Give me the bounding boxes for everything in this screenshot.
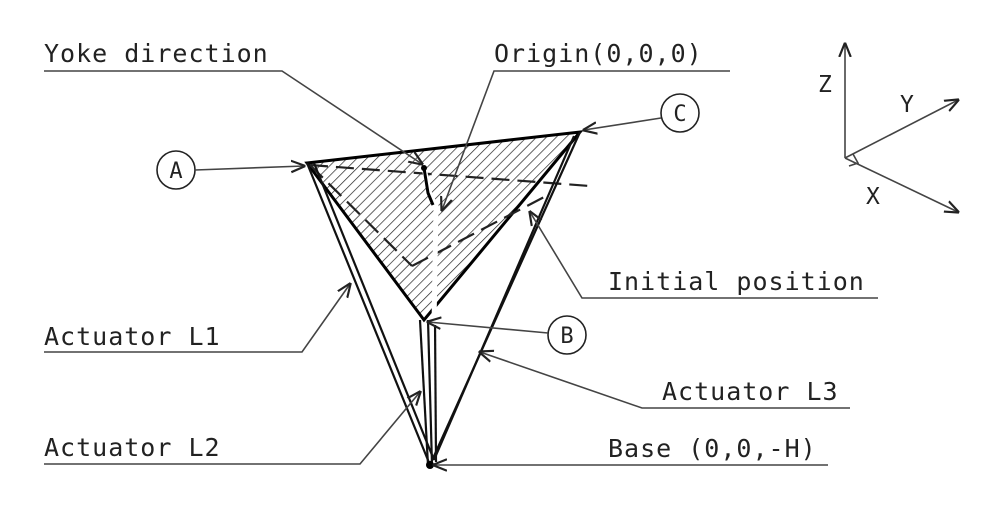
actuator-l3-callout: Actuator L3 (480, 352, 850, 409)
initial-position-callout: Initial position (530, 212, 878, 299)
yoke-direction-callout: Yoke direction (44, 39, 422, 164)
origin-label: Origin(0,0,0) (494, 39, 703, 68)
base-callout: Base (0,0,-H) (434, 434, 828, 465)
actuator-l1-callout: Actuator L1 (44, 284, 350, 353)
actuator-l1-label: Actuator L1 (44, 322, 221, 351)
origin-callout: Origin(0,0,0) (442, 39, 730, 210)
coordinate-axes: Z Y X (818, 44, 958, 212)
z-axis-label: Z (818, 72, 832, 98)
platform-triangle (304, 130, 584, 323)
base-point (426, 461, 434, 469)
yoke-direction-label: Yoke direction (44, 39, 269, 68)
actuator-l3-leg (428, 131, 582, 466)
right-angle-mark (848, 153, 860, 167)
x-axis (844, 157, 958, 212)
actuator-l2-label: Actuator L2 (44, 433, 221, 462)
actuator-l3-label: Actuator L3 (662, 377, 839, 406)
x-axis-label: X (866, 184, 880, 210)
y-axis-label: Y (900, 92, 914, 118)
actuator-l2-leg (418, 319, 438, 466)
point-c-callout: C (584, 93, 700, 132)
point-b-label: B (560, 324, 573, 349)
point-a-callout: A (156, 150, 304, 190)
base-label: Base (0,0,-H) (608, 434, 817, 463)
point-b-callout: B (428, 315, 587, 355)
actuator-l2-callout: Actuator L2 (44, 392, 420, 465)
y-axis (844, 100, 958, 159)
point-a-label: A (169, 159, 182, 184)
actuator-l1-leg (305, 162, 436, 466)
yoke-column (421, 165, 439, 326)
initial-position-label: Initial position (608, 267, 865, 296)
point-c-label: C (673, 102, 686, 127)
initial-position-outline (309, 163, 591, 267)
